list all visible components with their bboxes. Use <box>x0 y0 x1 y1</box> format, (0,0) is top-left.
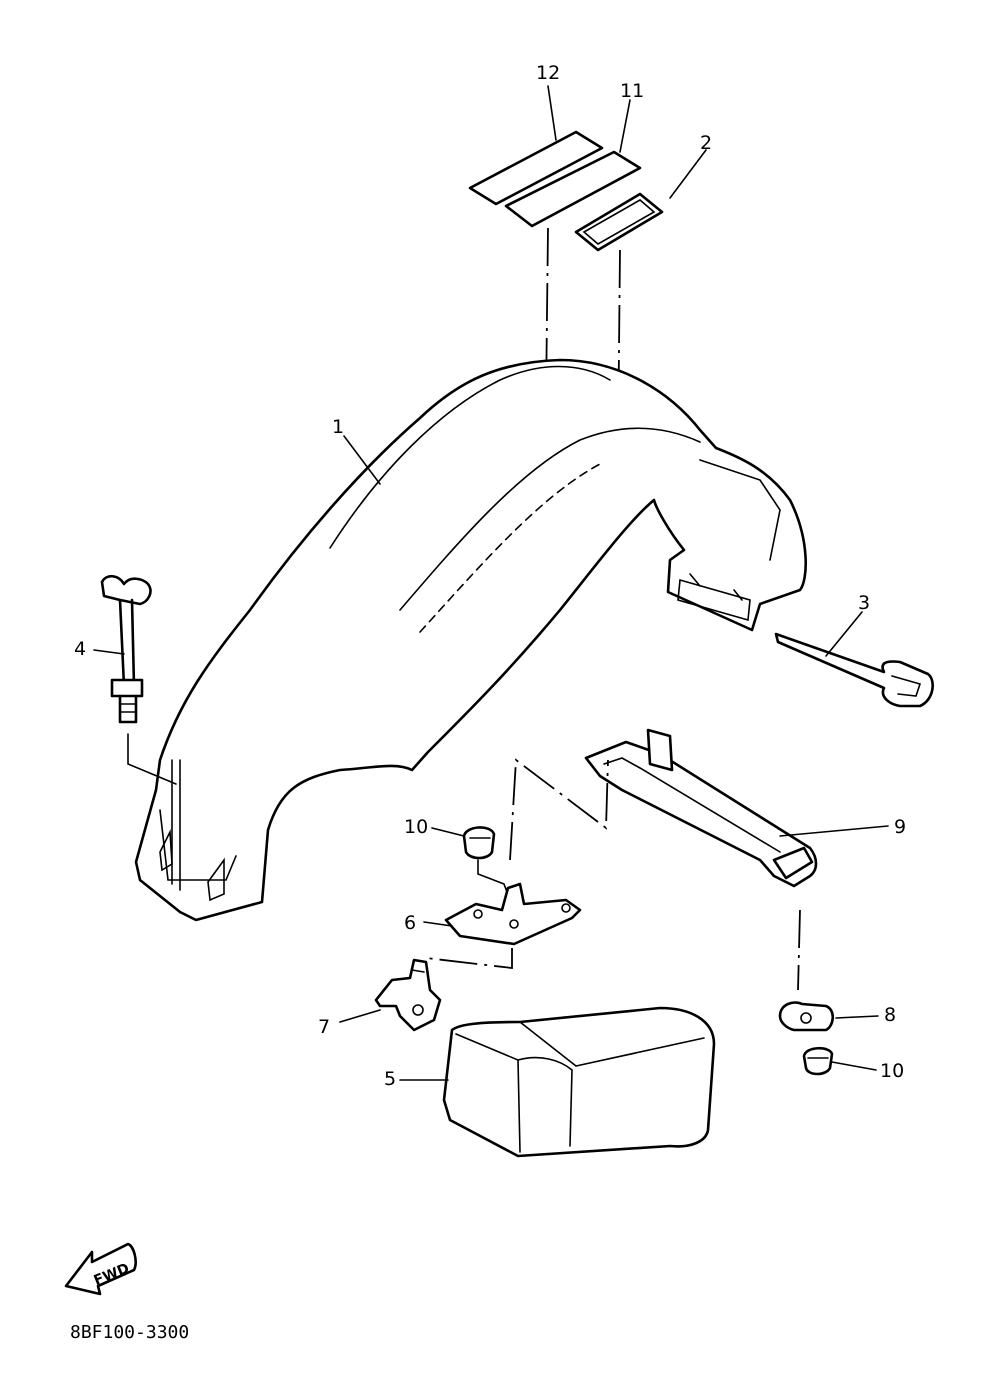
bracket-6 <box>444 882 582 946</box>
callout-3: 3 <box>858 592 871 614</box>
nut-10-upper <box>462 826 496 860</box>
callout-9: 9 <box>894 816 907 838</box>
decal-2 <box>574 192 664 252</box>
drawing-number: 8BF100-3300 <box>70 1322 190 1343</box>
callout-5: 5 <box>384 1068 397 1090</box>
decal-12 <box>468 130 604 206</box>
callout-10-lower: 10 <box>880 1060 905 1082</box>
decal-11 <box>504 150 642 228</box>
callout-8: 8 <box>884 1004 897 1026</box>
callout-12: 12 <box>536 62 561 84</box>
callout-6: 6 <box>404 912 417 934</box>
callout-1: 1 <box>332 416 345 438</box>
battery-box <box>442 1006 716 1158</box>
callout-4: 4 <box>74 638 87 660</box>
clip-8 <box>778 1001 835 1032</box>
support-rod <box>774 632 934 708</box>
wing-bolt <box>100 574 152 724</box>
callout-11: 11 <box>620 80 645 102</box>
fwd-arrow-icon: FWD <box>64 1242 137 1296</box>
battery-stay <box>584 728 818 888</box>
nut-10-lower <box>802 1046 834 1076</box>
callout-10-upper: 10 <box>404 816 429 838</box>
leader-lines <box>93 85 889 1081</box>
callout-7: 7 <box>318 1016 331 1038</box>
rear-fender <box>134 358 807 922</box>
callout-2: 2 <box>700 132 713 154</box>
bracket-7 <box>374 958 442 1032</box>
